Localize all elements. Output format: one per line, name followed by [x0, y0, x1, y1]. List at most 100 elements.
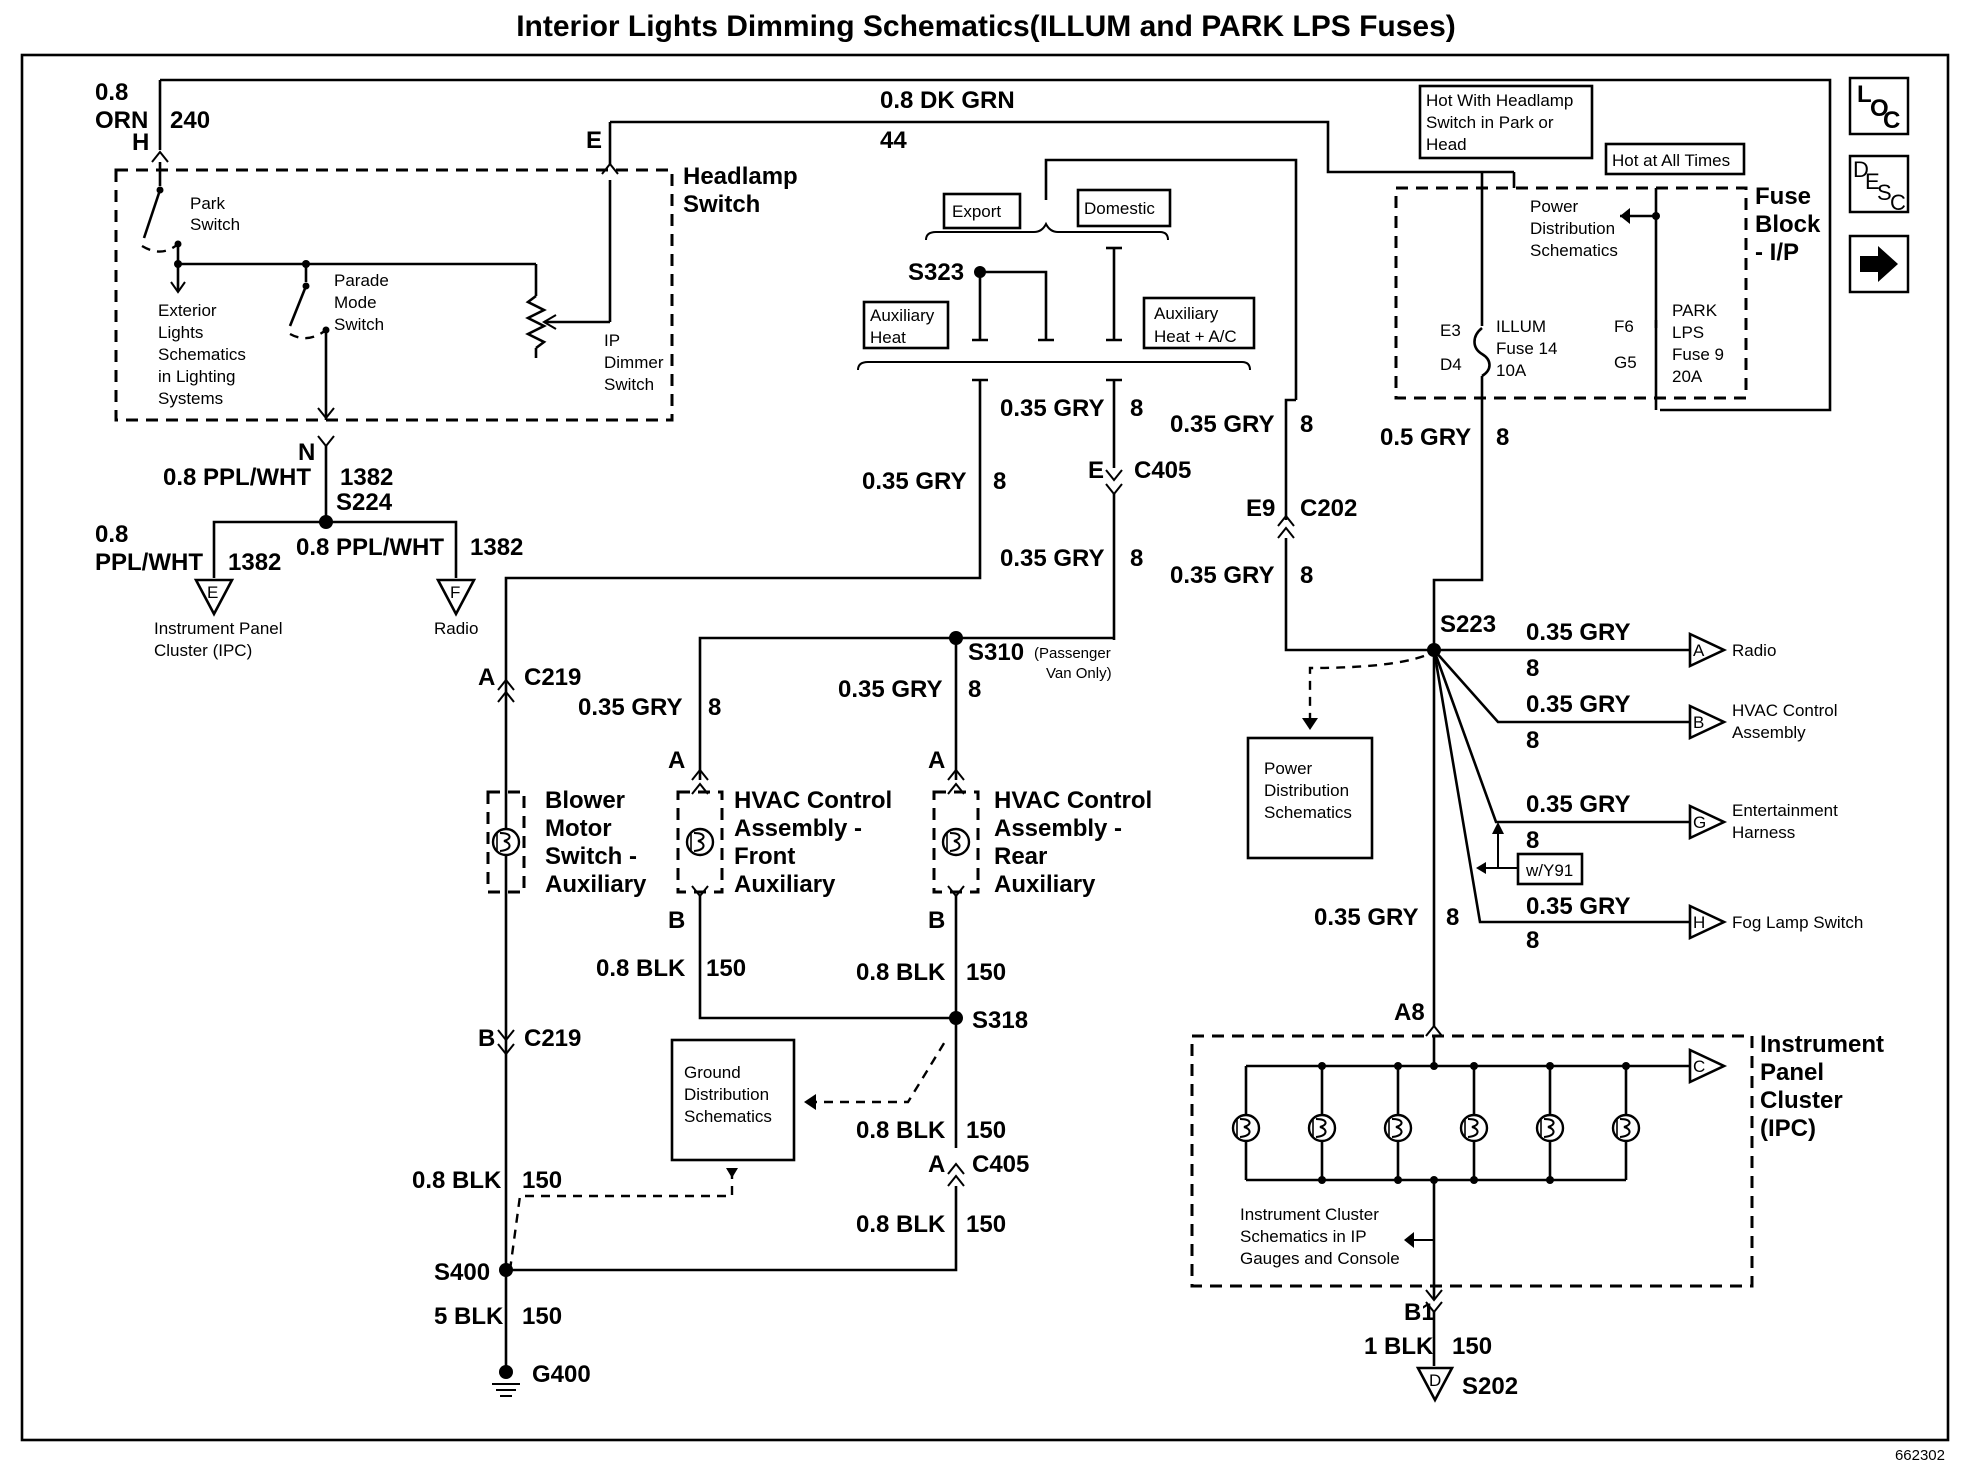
svg-text:HVAC Control: HVAC Control	[994, 787, 1152, 814]
option-block: Export Domestic S323 Auxiliary Heat Auxi…	[857, 158, 1298, 400]
hot-park-head-label: Hot With Headlamp Switch in Park or Head	[1418, 84, 1594, 160]
svg-text:E: E	[1088, 457, 1104, 484]
svg-text:E9: E9	[1246, 495, 1275, 522]
svg-text:Park: Park	[190, 194, 225, 213]
svg-text:Switch: Switch	[683, 191, 760, 218]
svg-text:B: B	[478, 1025, 495, 1052]
svg-text:8: 8	[1446, 904, 1459, 931]
svg-text:240: 240	[170, 107, 210, 134]
svg-text:8: 8	[1496, 424, 1509, 451]
svg-text:Heat: Heat	[870, 328, 906, 347]
svg-text:C: C	[1890, 190, 1906, 215]
svg-text:1382: 1382	[228, 549, 281, 576]
svg-text:Lights: Lights	[158, 323, 203, 342]
svg-text:Mode: Mode	[334, 293, 377, 312]
figure-number: 662302	[1895, 1447, 1945, 1464]
svg-text:Distribution: Distribution	[1530, 219, 1615, 238]
desc-button[interactable]: D E S C	[1848, 154, 1910, 215]
diagram-title: Interior Lights Dimming Schematics(ILLUM…	[516, 10, 1456, 43]
svg-text:S323: S323	[908, 259, 964, 286]
svg-text:D4: D4	[1440, 355, 1462, 374]
svg-text:Hot at All Times: Hot at All Times	[1612, 151, 1730, 170]
svg-text:B: B	[668, 907, 685, 934]
svg-text:Distribution: Distribution	[684, 1085, 769, 1104]
svg-text:Switch: Switch	[604, 375, 654, 394]
svg-text:Ground: Ground	[684, 1063, 741, 1082]
svg-text:Rear: Rear	[994, 843, 1047, 870]
hot-all-times-label: Hot at All Times	[1604, 142, 1746, 176]
ref-ipc-left: E Instrument Panel Cluster (IPC)	[154, 578, 283, 660]
svg-text:in Lighting: in Lighting	[158, 367, 236, 386]
svg-text:0.35 GRY: 0.35 GRY	[1170, 562, 1275, 589]
svg-text:Auxiliary: Auxiliary	[734, 871, 836, 898]
svg-text:0.8 BLK: 0.8 BLK	[856, 959, 946, 986]
svg-text:D: D	[1429, 1371, 1441, 1390]
instrument-panel-cluster: Instrument Panel Cluster (IPC) C	[1190, 1031, 1884, 1300]
svg-text:Block: Block	[1755, 211, 1821, 238]
svg-text:N: N	[298, 439, 315, 466]
svg-text:(Passenger: (Passenger	[1034, 645, 1111, 662]
svg-text:Instrument: Instrument	[1760, 1031, 1884, 1058]
svg-text:8: 8	[1300, 562, 1313, 589]
svg-text:IP: IP	[604, 331, 620, 350]
svg-text:Motor: Motor	[545, 815, 612, 842]
svg-text:8: 8	[1526, 727, 1539, 754]
svg-text:0.35 GRY: 0.35 GRY	[578, 694, 683, 721]
svg-text:0.8 DK GRN: 0.8 DK GRN	[880, 87, 1015, 114]
svg-text:Schematics: Schematics	[1264, 803, 1352, 822]
fuse-block: Fuse Block - I/P Power Distribution Sche…	[1394, 172, 1821, 410]
svg-text:Systems: Systems	[158, 389, 223, 408]
svg-text:B: B	[1693, 713, 1704, 732]
svg-text:G5: G5	[1614, 353, 1637, 372]
svg-text:150: 150	[522, 1167, 562, 1194]
svg-text:Fog Lamp Switch: Fog Lamp Switch	[1732, 913, 1863, 932]
svg-text:C405: C405	[972, 1151, 1029, 1178]
svg-text:Cluster (IPC): Cluster (IPC)	[154, 641, 252, 660]
svg-text:Fuse: Fuse	[1755, 183, 1811, 210]
svg-text:PARK: PARK	[1672, 301, 1718, 320]
svg-text:0.8: 0.8	[95, 79, 128, 106]
svg-text:- I/P: - I/P	[1755, 239, 1799, 266]
svg-text:8: 8	[1526, 827, 1539, 854]
svg-text:Auxiliary: Auxiliary	[1154, 304, 1219, 323]
svg-text:Heat + A/C: Heat + A/C	[1154, 327, 1237, 346]
next-page-button[interactable]	[1848, 234, 1910, 294]
svg-text:1382: 1382	[340, 464, 393, 491]
svg-text:A: A	[1693, 641, 1705, 660]
svg-text:Switch: Switch	[190, 215, 240, 234]
hvac-front-auxiliary: A B HVAC Control Assembly - Front Auxili…	[668, 747, 892, 934]
loc-button[interactable]: L O C	[1848, 76, 1910, 136]
svg-text:0.35 GRY: 0.35 GRY	[838, 676, 943, 703]
svg-text:8: 8	[1300, 411, 1313, 438]
svg-text:HVAC Control: HVAC Control	[1732, 701, 1838, 720]
svg-text:F: F	[450, 583, 460, 602]
svg-text:Switch -: Switch -	[545, 843, 637, 870]
svg-text:150: 150	[706, 955, 746, 982]
svg-text:C: C	[1693, 1057, 1705, 1076]
svg-text:Gauges and Console: Gauges and Console	[1240, 1249, 1400, 1268]
ref-hvac-control: B HVAC Control Assembly	[1688, 701, 1838, 742]
svg-text:150: 150	[1452, 1333, 1492, 1360]
svg-text:G400: G400	[532, 1361, 591, 1388]
svg-text:H: H	[132, 129, 149, 156]
svg-text:C: C	[1883, 107, 1900, 134]
svg-text:Schematics in IP: Schematics in IP	[1240, 1227, 1367, 1246]
svg-text:Cluster: Cluster	[1760, 1087, 1843, 1114]
svg-text:8: 8	[1130, 545, 1143, 572]
arrow-right-icon	[1860, 246, 1898, 282]
svg-text:8: 8	[1130, 395, 1143, 422]
svg-text:S202: S202	[1462, 1373, 1518, 1400]
svg-text:0.35 GRY: 0.35 GRY	[1526, 893, 1631, 920]
svg-text:0.35 GRY: 0.35 GRY	[862, 468, 967, 495]
svg-text:1 BLK: 1 BLK	[1364, 1333, 1434, 1360]
svg-text:Auxiliary: Auxiliary	[870, 306, 935, 325]
svg-text:Assembly -: Assembly -	[994, 815, 1122, 842]
svg-text:Entertainment: Entertainment	[1732, 801, 1838, 820]
svg-text:150: 150	[522, 1303, 562, 1330]
svg-text:0.8: 0.8	[95, 521, 128, 548]
ground-g400: G400	[492, 1361, 591, 1397]
svg-text:A: A	[928, 1151, 945, 1178]
svg-text:S310: S310	[968, 639, 1024, 666]
svg-text:8: 8	[993, 468, 1006, 495]
svg-text:S: S	[1877, 180, 1892, 205]
